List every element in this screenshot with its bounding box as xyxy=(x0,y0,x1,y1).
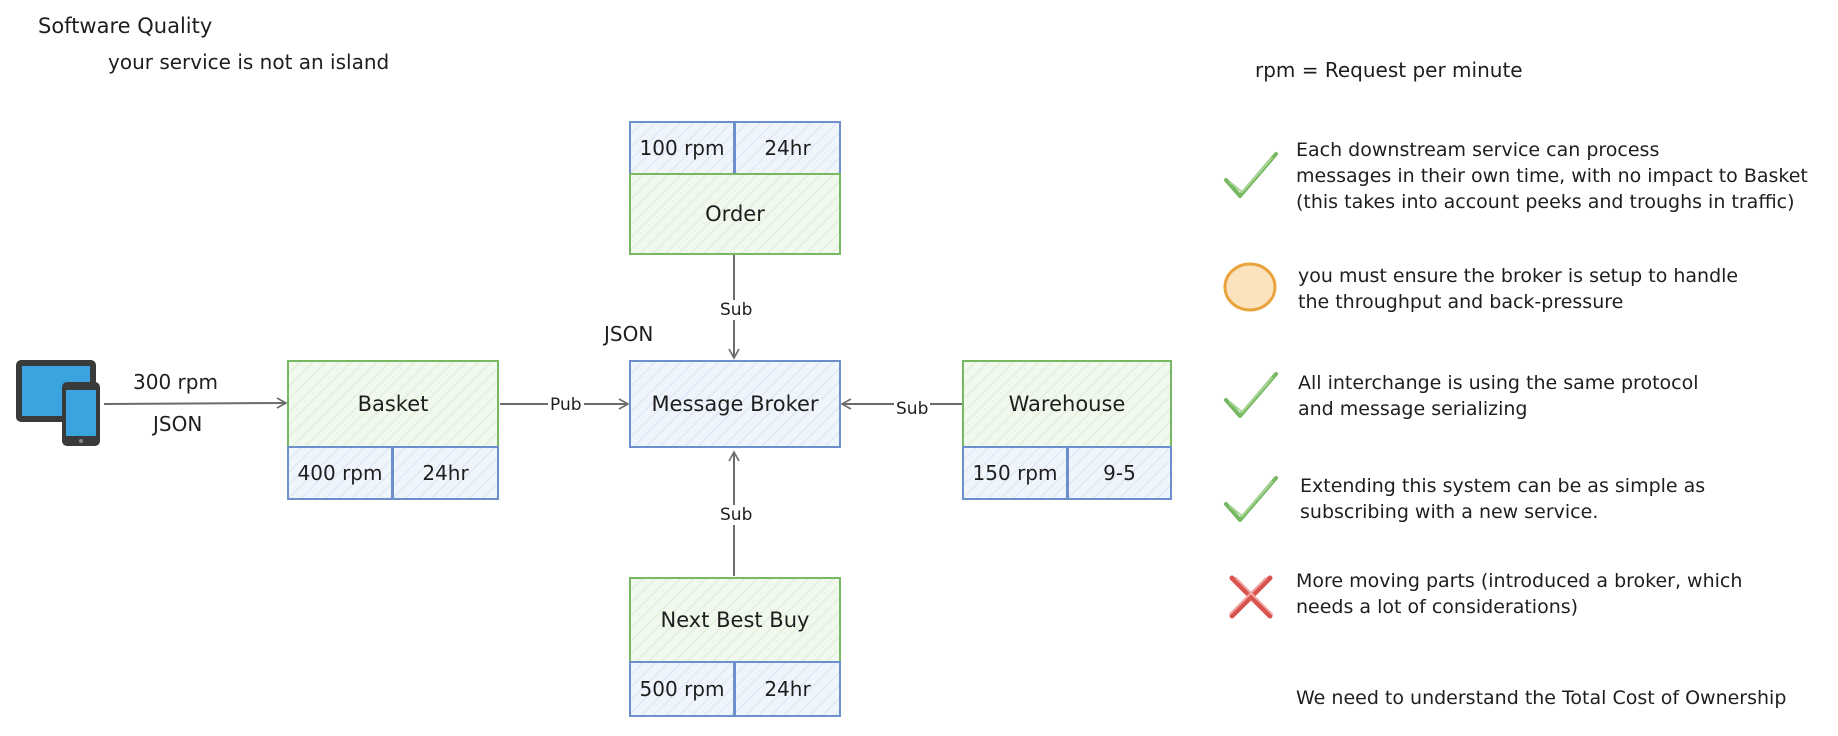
check-icon xyxy=(1224,476,1278,522)
note-total-cost: We need to understand the Total Cost of … xyxy=(1296,687,1787,709)
note-line: Each downstream service can process xyxy=(1296,139,1660,161)
next-best-buy-service: Next Best Buy xyxy=(629,577,841,663)
basket-rpm-cell: 400 rpm xyxy=(287,446,393,500)
check-icon xyxy=(1224,372,1278,418)
note-line: All interchange is using the same protoc… xyxy=(1298,372,1699,394)
note-line: and message serializing xyxy=(1298,398,1528,420)
broker-label: Message Broker xyxy=(651,392,819,416)
page-subtitle: your service is not an island xyxy=(108,50,390,74)
devices-icon xyxy=(16,360,100,446)
message-broker: Message Broker xyxy=(629,360,841,448)
nbb-hours-cell: 24hr xyxy=(734,661,841,717)
nbb-label: Next Best Buy xyxy=(660,608,810,632)
order-sub-label: Sub xyxy=(718,300,755,320)
note-extensibility: Extending this system can be as simple a… xyxy=(1300,473,1705,525)
basket-label: Basket xyxy=(357,392,429,416)
warehouse-rpm: 150 rpm xyxy=(972,461,1058,485)
basket-hours: 24hr xyxy=(422,461,469,485)
note-line: Extending this system can be as simple a… xyxy=(1300,475,1706,497)
cross-icon xyxy=(1229,575,1273,619)
warehouse-hours: 9-5 xyxy=(1103,461,1136,485)
warehouse-service: Warehouse xyxy=(962,360,1172,448)
basket-service: Basket xyxy=(287,360,499,448)
warehouse-label: Warehouse xyxy=(1008,392,1126,416)
note-line: needs a lot of considerations) xyxy=(1296,596,1579,618)
order-hours: 24hr xyxy=(764,136,811,160)
warehouse-rpm-cell: 150 rpm xyxy=(962,446,1068,500)
order-rpm-cell: 100 rpm xyxy=(629,121,735,175)
check-icon xyxy=(1224,152,1278,198)
note-line: you must ensure the broker is setup to h… xyxy=(1298,265,1739,287)
warning-circle-icon xyxy=(1223,262,1277,312)
note-line: (this takes into account peeks and troug… xyxy=(1296,191,1795,213)
note-line: the throughput and back-pressure xyxy=(1298,291,1624,313)
note-moving-parts: More moving parts (introduced a broker, … xyxy=(1296,568,1742,620)
nbb-rpm: 500 rpm xyxy=(639,677,725,701)
order-service: Order xyxy=(629,173,841,255)
order-hours-cell: 24hr xyxy=(734,121,841,175)
note-line: messages in their own time, with no impa… xyxy=(1296,165,1808,187)
basket-rpm: 400 rpm xyxy=(297,461,383,485)
basket-hours-cell: 24hr xyxy=(392,446,499,500)
client-rpm: 300 rpm xyxy=(133,370,218,394)
note-line: More moving parts (introduced a broker, … xyxy=(1296,570,1743,592)
page-title: Software Quality xyxy=(38,14,213,38)
nbb-rpm-cell: 500 rpm xyxy=(629,661,735,717)
note-same-protocol: All interchange is using the same protoc… xyxy=(1298,370,1699,422)
nbb-hours: 24hr xyxy=(764,677,811,701)
client-to-basket-arrow xyxy=(103,397,288,409)
note-line: subscribing with a new service. xyxy=(1300,501,1599,523)
order-rpm: 100 rpm xyxy=(639,136,725,160)
client-format: JSON xyxy=(153,412,203,436)
order-label: Order xyxy=(705,202,765,226)
warehouse-hours-cell: 9-5 xyxy=(1067,446,1172,500)
note-async-processing: Each downstream service can process mess… xyxy=(1296,137,1808,215)
rpm-legend: rpm = Request per minute xyxy=(1255,58,1523,82)
broker-format: JSON xyxy=(604,322,654,346)
note-broker-throughput: you must ensure the broker is setup to h… xyxy=(1298,263,1738,315)
warehouse-sub-label: Sub xyxy=(894,399,931,419)
nbb-sub-label: Sub xyxy=(718,505,755,525)
basket-pub-label: Pub xyxy=(548,395,584,415)
